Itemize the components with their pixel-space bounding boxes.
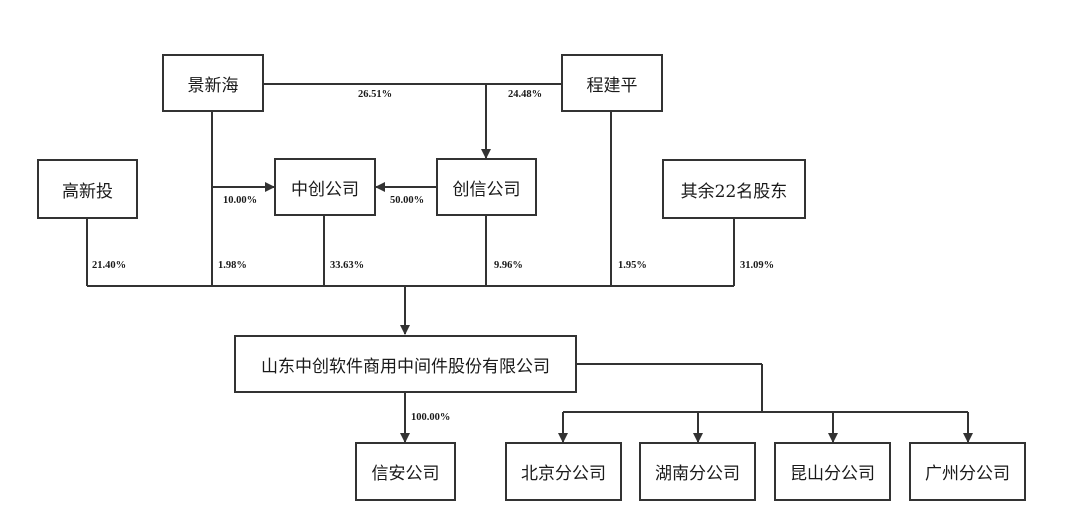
node-cheng-jianping: 程建平 (561, 54, 663, 112)
edge-label-gaoxintou-to-main: 21.40% (92, 260, 127, 271)
node-chuangxin: 创信公司 (436, 158, 537, 216)
edge-label-cheng-to-chuangxin: 24.48% (508, 89, 543, 100)
edge-label-cheng-to-main: 1.95% (618, 260, 647, 271)
node-xinan: 信安公司 (355, 442, 456, 501)
edge-label-chuangxin-to-main: 9.96% (494, 260, 523, 271)
node-beijing-branch: 北京分公司 (505, 442, 622, 501)
edge-label-chuangxin-to-zhongchuang: 50.00% (390, 195, 425, 206)
node-main-company: 山东中创软件商用中间件股份有限公司 (234, 335, 577, 393)
node-gaoxintou: 高新投 (37, 159, 138, 219)
node-other-shareholders: 其余22名股东 (662, 159, 806, 219)
edge-label-jing-to-zhongchuang: 10.00% (223, 195, 258, 206)
edge-label-jing-to-main: 1.98% (218, 260, 247, 271)
edge-label-zhongchuang-to-main: 33.63% (330, 260, 365, 271)
node-hunan-branch: 湖南分公司 (639, 442, 756, 501)
edge-label-main-to-xinan: 100.00% (411, 412, 451, 423)
edge-label-others-to-main: 31.09% (740, 260, 775, 271)
node-kunshan-branch: 昆山分公司 (774, 442, 891, 501)
node-jing-xinhai: 景新海 (162, 54, 264, 112)
node-guangzhou-branch: 广州分公司 (909, 442, 1026, 501)
node-zhongchuang: 中创公司 (274, 158, 376, 216)
edge-label-jing-to-chuangxin: 26.51% (358, 89, 393, 100)
